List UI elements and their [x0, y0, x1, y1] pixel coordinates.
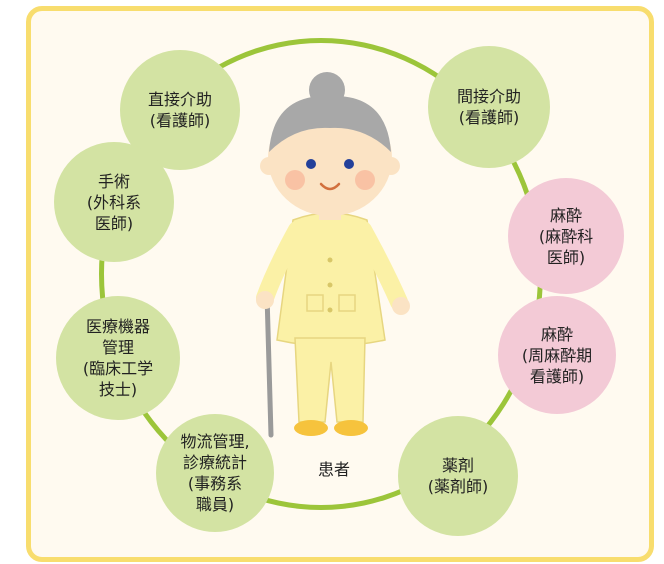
node-anesthesia-nurse: 麻酔 (周麻酔期 看護師)	[498, 296, 616, 414]
node-indirect-care: 間接介助 (看護師)	[428, 46, 550, 168]
node-anesthesia-doctor: 麻酔 (麻酔科 医師)	[508, 178, 624, 294]
patient-illustration	[256, 72, 410, 438]
node-logistics: 物流管理, 診療統計 (事務系 職員)	[156, 414, 274, 532]
node-surgery: 手術 (外科系 医師)	[54, 142, 174, 262]
patient-label: 患者	[317, 460, 350, 479]
node-pharmacy: 薬剤 (薬剤師)	[398, 416, 518, 536]
cane-icon	[264, 292, 274, 438]
node-equipment: 医療機器 管理 (臨床工学 技士)	[56, 296, 180, 420]
